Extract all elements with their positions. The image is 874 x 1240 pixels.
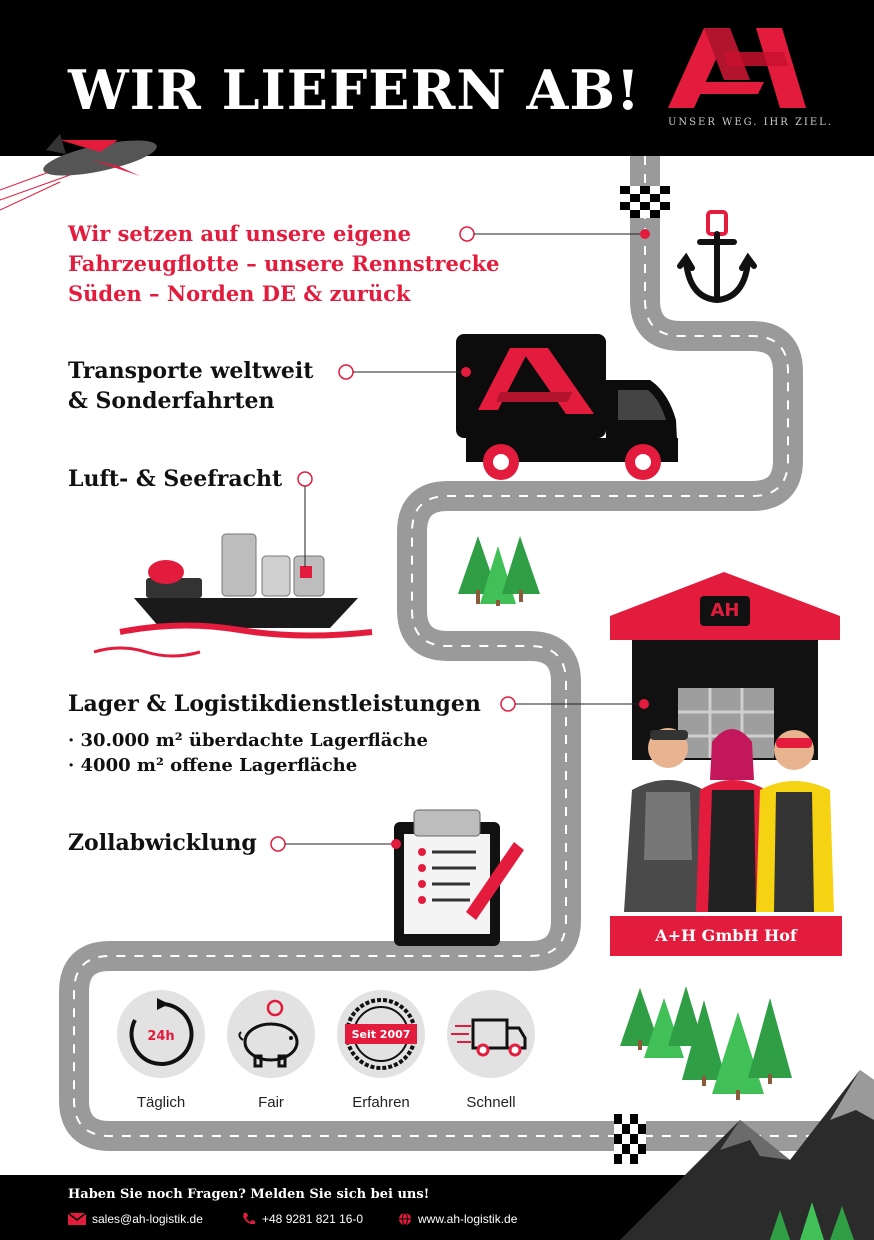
connector-freight: [297, 471, 313, 577]
logo-tagline: UNSER WEG. IHR ZIEL.: [668, 117, 833, 128]
phone-icon: [243, 1213, 255, 1225]
page-title: WIR LIEFERN AB!: [68, 58, 641, 122]
contact-phone[interactable]: +48 9281 821 16-0: [242, 1212, 363, 1226]
service-fleet-line1: Wir setzen auf unsere eigene: [68, 221, 412, 246]
warehouse-bullets: · 30.000 m² überdachte Lagerfläche · 400…: [68, 728, 428, 778]
web-link[interactable]: www.ah-logistik.de: [418, 1212, 518, 1226]
service-transport-line1: Transporte weltweit: [68, 358, 314, 384]
checkered-flag-bottom: [614, 1114, 646, 1164]
service-customs: Zollabwicklung: [68, 830, 257, 856]
warehouse-roof-logo: AH: [710, 600, 740, 621]
trees-icon-bottom: [620, 986, 792, 1100]
feature-experienced-label: Erfahren: [352, 1094, 410, 1111]
feature-fair: Fair: [226, 990, 316, 1111]
clipboard-icon: [394, 809, 524, 946]
anchor-icon: [677, 210, 757, 304]
footer-question: Haben Sie noch Fragen? Melden Sie sich b…: [68, 1187, 430, 1202]
warehouse-bullet-covered: · 30.000 m² überdachte Lagerfläche: [68, 730, 428, 751]
airplane-icon: [0, 134, 157, 211]
service-fleet-line2: Fahrzeugflotte – unsere Rennstrecke: [68, 251, 500, 276]
fast-van-icon: [447, 990, 535, 1078]
contact-email[interactable]: sales@ah-logistik.de: [68, 1212, 203, 1226]
connector-transport: [338, 364, 471, 380]
email-link[interactable]: sales@ah-logistik.de: [92, 1212, 203, 1226]
ship-icon: [93, 533, 373, 658]
team-illustration: [624, 728, 834, 912]
connector-customs: [270, 836, 401, 852]
clock-badge: 24h: [147, 1029, 174, 1044]
checkered-flag-top: [620, 186, 670, 218]
globe-icon: [399, 1212, 411, 1226]
piggy-bank-icon: [227, 990, 315, 1078]
mountain-icon: [620, 1070, 874, 1240]
service-warehouse-title: Lager & Logistikdienstleistungen: [68, 691, 481, 717]
service-transport: Transporte weltweit & Sonderfahrten: [68, 356, 313, 416]
mail-icon: [68, 1213, 86, 1225]
trees-icon-middle: [458, 536, 540, 606]
warehouse-label: A+H GmbH Hof: [610, 916, 842, 956]
phone-link[interactable]: +48 9281 821 16-0: [262, 1212, 364, 1226]
connector-warehouse: [500, 696, 649, 712]
connector-fleet: [459, 226, 650, 242]
ah-logo: [668, 28, 806, 108]
feature-fast-label: Schnell: [466, 1094, 516, 1111]
seal-badge-text: Seit 2007: [352, 1028, 411, 1041]
feature-fair-label: Fair: [258, 1094, 284, 1111]
service-fleet-line3: Süden – Norden DE & zurück: [68, 281, 411, 306]
contact-web[interactable]: www.ah-logistik.de: [398, 1212, 517, 1226]
warehouse-bullet-open: · 4000 m² offene Lagerfläche: [68, 755, 358, 776]
truck-icon: [456, 334, 678, 480]
feature-daily: 24h Täglich: [116, 990, 206, 1111]
feature-daily-label: Täglich: [136, 1094, 186, 1111]
service-fleet: Wir setzen auf unsere eigene Fahrzeugflo…: [68, 219, 500, 309]
seal-badge-icon: Seit 2007: [337, 990, 425, 1078]
feature-experienced: Seit 2007 Erfahren: [336, 990, 426, 1111]
clock-24h-icon: 24h: [117, 990, 205, 1078]
service-freight: Luft- & Seefracht: [68, 466, 283, 492]
feature-fast: Schnell: [446, 990, 536, 1111]
service-transport-line2: & Sonderfahrten: [68, 388, 275, 414]
